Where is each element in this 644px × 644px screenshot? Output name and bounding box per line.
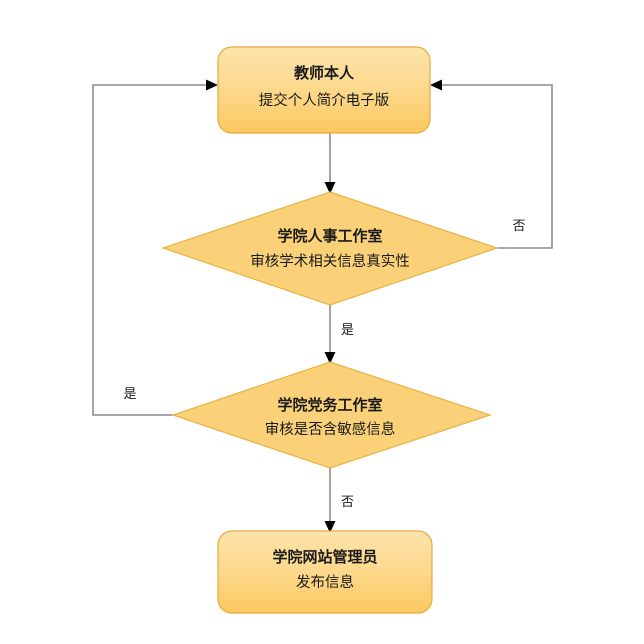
node-party-office-title: 学院党务工作室 (277, 396, 382, 414)
edge-label-party-yes: 是 (123, 387, 136, 402)
node-web-admin-subtitle: 发布信息 (296, 574, 354, 591)
node-hr-office-subtitle: 审核学术相关信息真实性 (250, 252, 410, 270)
edge-label-party-no: 否 (341, 495, 354, 510)
node-web-admin-title: 学院网站管理员 (272, 548, 377, 566)
node-teacher-shape (217, 46, 431, 134)
edge-label-hr-no: 否 (512, 219, 525, 234)
node-teacher-subtitle: 提交个人简介电子版 (259, 91, 390, 109)
node-web-admin-shape (217, 530, 433, 614)
node-web-admin[interactable]: 学院网站管理员 发布信息 (217, 530, 433, 614)
edge-teacher-to-hr (324, 133, 336, 194)
node-party-office[interactable]: 学院党务工作室 审核是否含敏感信息 (171, 361, 492, 469)
edge-hr-no-to-teacher: 否 (430, 79, 553, 249)
node-hr-office-title: 学院人事工作室 (277, 227, 382, 245)
node-party-office-subtitle: 审核是否含敏感信息 (265, 421, 396, 438)
edge-party-no-to-admin: 否 (324, 468, 354, 533)
node-party-office-shape (171, 361, 492, 469)
node-teacher-title: 教师本人 (293, 64, 355, 82)
edge-party-yes-to-teacher: 是 (92, 79, 218, 416)
edge-hr-yes-to-party: 是 (324, 305, 354, 364)
node-teacher[interactable]: 教师本人 提交个人简介电子版 (217, 46, 431, 134)
edge-label-hr-yes: 是 (341, 323, 354, 338)
node-hr-office[interactable]: 学院人事工作室 审核学术相关信息真实性 (161, 191, 499, 306)
node-hr-office-shape (161, 191, 499, 306)
